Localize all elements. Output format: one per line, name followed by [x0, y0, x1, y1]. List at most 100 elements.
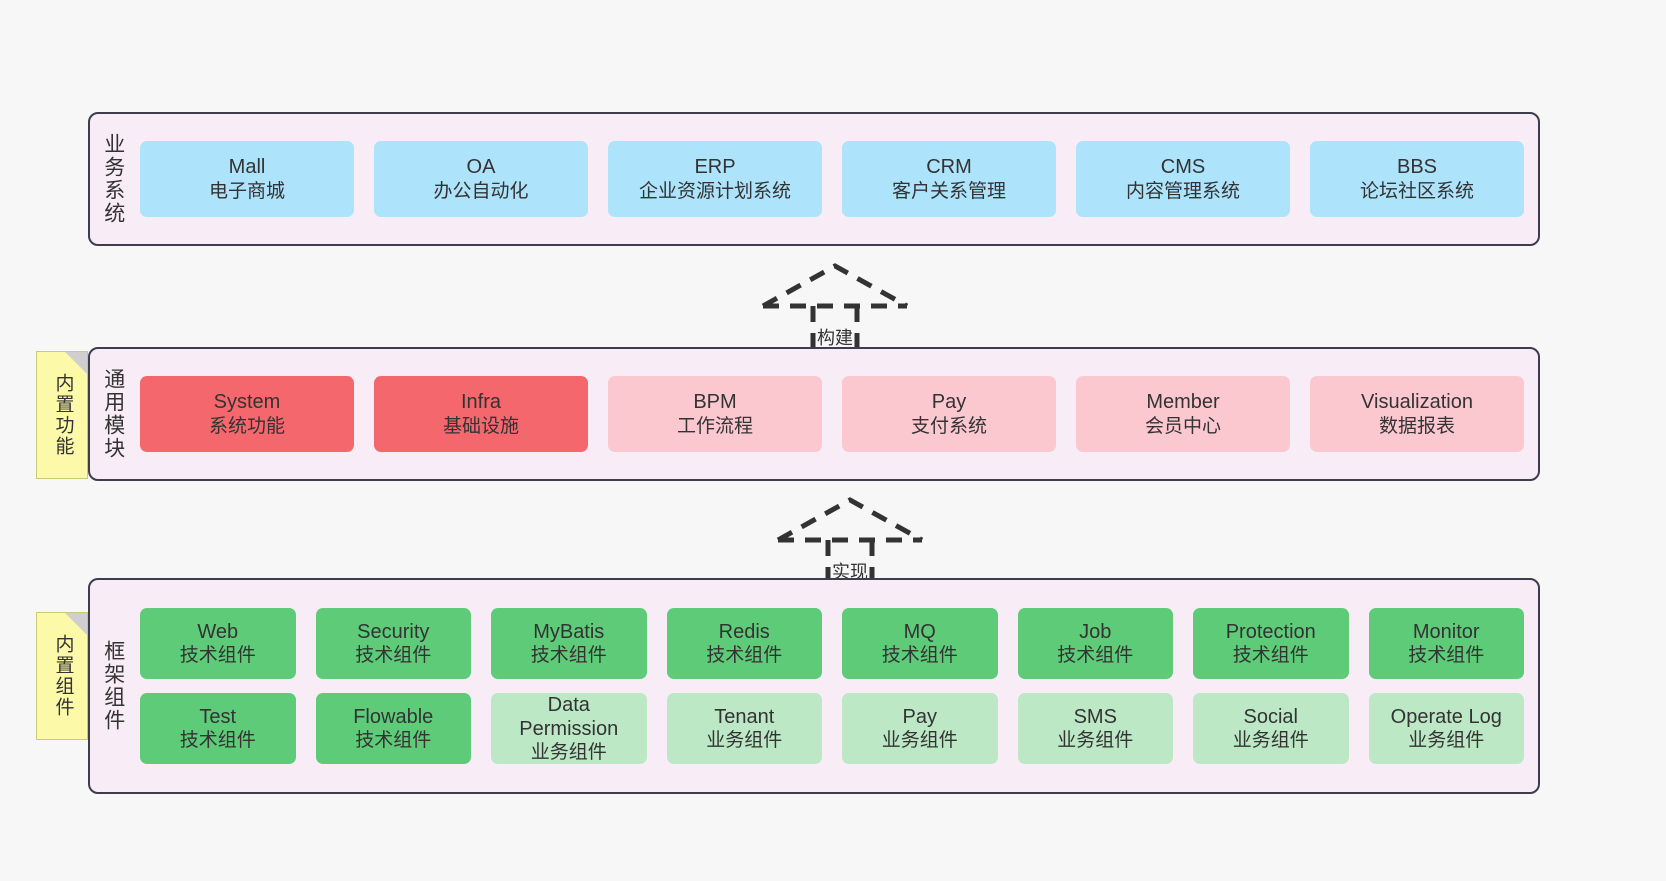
card-security[interactable]: Security 技术组件 — [315, 608, 471, 679]
card-operate-log[interactable]: Operate Log 业务组件 — [1368, 693, 1524, 764]
note-label: 内置组件 — [52, 634, 74, 718]
card-mall[interactable]: Mall 电子商城 — [140, 141, 354, 217]
card-system[interactable]: System 系统功能 — [140, 376, 354, 452]
card-erp[interactable]: ERP 企业资源计划系统 — [608, 141, 822, 217]
card-title: MyBatis — [533, 620, 605, 643]
card-title: Job — [1079, 620, 1112, 643]
card-mybatis[interactable]: MyBatis 技术组件 — [491, 608, 647, 679]
card-flowable[interactable]: Flowable 技术组件 — [315, 693, 471, 764]
card-title: BBS — [1396, 156, 1438, 179]
note-label: 内置功能 — [52, 373, 74, 457]
card-subtitle: 数据报表 — [1378, 415, 1455, 437]
card-subtitle: 电子商城 — [208, 180, 285, 202]
card-monitor[interactable]: Monitor 技术组件 — [1368, 608, 1524, 679]
card-social[interactable]: Social 业务组件 — [1193, 693, 1349, 764]
card-subtitle: 论坛社区系统 — [1359, 180, 1474, 202]
layer-body-framework-components: Web 技术组件 Security 技术组件 MyBatis 技术组件 Redi… — [136, 580, 1538, 792]
card-subtitle: 系统功能 — [208, 415, 285, 437]
layer-framework-components: 框架组件 Web 技术组件 Security 技术组件 MyBatis 技术组件… — [88, 578, 1540, 794]
note-builtin-functions: 内置功能 — [36, 351, 88, 479]
card-title: Data Permission — [519, 693, 619, 740]
card-title: Redis — [718, 620, 770, 643]
card-title: Monitor — [1412, 620, 1480, 643]
card-row: Mall 电子商城 OA 办公自动化 ERP 企业资源计划系统 CRM 客户关系… — [140, 141, 1524, 217]
card-test[interactable]: Test 技术组件 — [140, 693, 296, 764]
card-cms[interactable]: CMS 内容管理系统 — [1076, 141, 1290, 217]
card-data-permission[interactable]: Data Permission 业务组件 — [491, 693, 647, 764]
card-subtitle: 业务组件 — [881, 730, 958, 752]
card-redis[interactable]: Redis 技术组件 — [666, 608, 822, 679]
card-title: Member — [1146, 391, 1220, 414]
card-title: System — [213, 391, 281, 414]
card-title: Security — [357, 620, 430, 643]
card-title: Web — [197, 620, 239, 643]
card-member[interactable]: Member 会员中心 — [1076, 376, 1290, 452]
card-protection[interactable]: Protection 技术组件 — [1193, 608, 1349, 679]
card-title: Mall — [228, 156, 266, 179]
card-title: Tenant — [714, 705, 775, 728]
card-title: Visualization — [1361, 391, 1473, 414]
card-title: Social — [1243, 705, 1298, 728]
card-subtitle: 技术组件 — [179, 645, 256, 667]
card-subtitle: 业务组件 — [1057, 730, 1134, 752]
card-subtitle: 内容管理系统 — [1125, 180, 1240, 202]
card-subtitle: 办公自动化 — [433, 180, 529, 202]
card-title: BPM — [693, 391, 737, 414]
card-subtitle: 客户关系管理 — [891, 180, 1006, 202]
card-subtitle: 技术组件 — [179, 730, 256, 752]
card-web[interactable]: Web 技术组件 — [140, 608, 296, 679]
card-subtitle: 支付系统 — [910, 415, 987, 437]
card-subtitle: 技术组件 — [355, 645, 432, 667]
layer-business-systems: 业务系统 Mall 电子商城 OA 办公自动化 ERP 企业资源计划系统 CRM… — [88, 112, 1540, 246]
card-subtitle: 技术组件 — [355, 730, 432, 752]
card-tenant[interactable]: Tenant 业务组件 — [666, 693, 822, 764]
card-subtitle: 业务组件 — [1408, 730, 1485, 752]
card-title: ERP — [694, 156, 736, 179]
card-subtitle: 技术组件 — [881, 645, 958, 667]
card-title: Pay — [902, 705, 937, 728]
dashed-hollow-arrow-up-icon — [761, 263, 909, 358]
card-visualization[interactable]: Visualization 数据报表 — [1310, 376, 1524, 452]
card-title: MQ — [903, 620, 936, 643]
card-crm[interactable]: CRM 客户关系管理 — [842, 141, 1056, 217]
card-subtitle: 业务组件 — [530, 742, 607, 764]
card-subtitle: 技术组件 — [706, 645, 783, 667]
card-title: Pay — [931, 391, 967, 414]
layer-title-common-modules: 通用模块 — [101, 368, 125, 460]
card-oa[interactable]: OA 办公自动化 — [374, 141, 588, 217]
card-title: Test — [199, 705, 237, 728]
connector-build: 构建 — [745, 258, 925, 358]
card-subtitle: 技术组件 — [1057, 645, 1134, 667]
card-infra[interactable]: Infra 基础设施 — [374, 376, 588, 452]
card-bpm[interactable]: BPM 工作流程 — [608, 376, 822, 452]
connector-implement: 实现 — [760, 492, 940, 592]
layer-body-common-modules: System 系统功能 Infra 基础设施 BPM 工作流程 Pay 支付系统… — [136, 349, 1538, 479]
card-title: Flowable — [353, 705, 434, 728]
card-pay-business[interactable]: Pay 业务组件 — [842, 693, 998, 764]
card-pay[interactable]: Pay 支付系统 — [842, 376, 1056, 452]
note-builtin-components: 内置组件 — [36, 612, 88, 740]
card-subtitle: 企业资源计划系统 — [638, 180, 791, 202]
card-job[interactable]: Job 技术组件 — [1017, 608, 1173, 679]
card-title: Infra — [460, 391, 502, 414]
card-title: CRM — [926, 156, 972, 179]
card-title: SMS — [1073, 705, 1117, 728]
card-row: System 系统功能 Infra 基础设施 BPM 工作流程 Pay 支付系统… — [140, 376, 1524, 452]
card-subtitle: 业务组件 — [1232, 730, 1309, 752]
card-subtitle: 技术组件 — [1232, 645, 1309, 667]
card-title: CMS — [1160, 156, 1206, 179]
card-mq[interactable]: MQ 技术组件 — [842, 608, 998, 679]
card-title: Protection — [1225, 620, 1316, 643]
card-subtitle: 基础设施 — [442, 415, 519, 437]
card-sms[interactable]: SMS 业务组件 — [1017, 693, 1173, 764]
card-title: OA — [466, 156, 496, 179]
layer-title-framework-components: 框架组件 — [101, 640, 125, 732]
card-row: Test 技术组件 Flowable 技术组件 Data Permission … — [140, 693, 1524, 764]
card-subtitle: 技术组件 — [1408, 645, 1485, 667]
card-bbs[interactable]: BBS 论坛社区系统 — [1310, 141, 1524, 217]
card-subtitle: 会员中心 — [1144, 415, 1221, 437]
layer-common-modules: 通用模块 System 系统功能 Infra 基础设施 BPM 工作流程 Pay… — [88, 347, 1540, 481]
card-subtitle: 工作流程 — [676, 415, 753, 437]
card-subtitle: 技术组件 — [530, 645, 607, 667]
